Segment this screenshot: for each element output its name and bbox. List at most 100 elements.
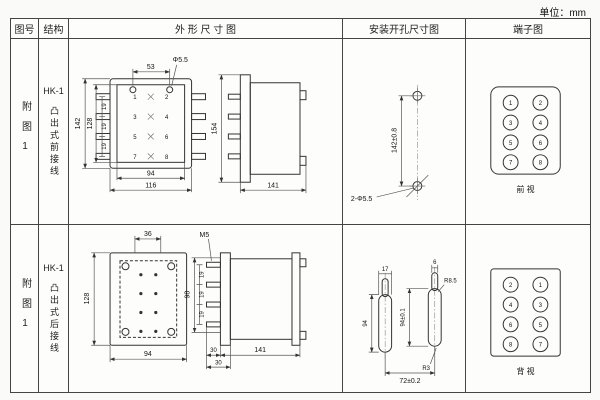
dim-depth-rear: 30 <box>206 339 231 370</box>
dim-side-height: 154 <box>211 74 241 183</box>
terminal-number: 4 <box>539 121 543 127</box>
dim-label: 142 <box>75 118 82 130</box>
header-outline: 外 形 尺 寸 图 <box>69 19 343 39</box>
dim-label: 19 <box>102 142 108 149</box>
dim-label: R8.5 <box>444 279 457 285</box>
relay-side-view <box>205 252 307 346</box>
callout-stud-spec: M5 <box>200 232 212 261</box>
pin-number: 6 <box>165 135 169 141</box>
fig-no-text: 附图1 <box>19 101 31 162</box>
dim-label: 19 <box>102 103 108 110</box>
terminal-block-outline <box>490 86 561 175</box>
cell-mounting-row2: 17 6 R8.5 94 <box>343 225 466 393</box>
terminal-number: 6 <box>509 323 513 329</box>
header-structure: 结构 <box>39 19 69 39</box>
terminal-number: 7 <box>539 343 542 349</box>
dim-label: 19 <box>200 310 206 317</box>
mounting-drawing-front-wiring: 142±0.8 2-Φ5.5 <box>351 84 429 203</box>
dim-label: 30 <box>215 361 222 367</box>
terminal-block-outline <box>490 268 561 357</box>
dim-side-height: 98 <box>185 257 221 333</box>
pin-numbers: 1 2 3 4 5 6 7 8 <box>133 95 169 161</box>
pin-number: 7 <box>133 155 137 161</box>
dim-label: 128 <box>84 293 91 305</box>
screw-cross-marks <box>147 93 154 160</box>
cell-terminal-row2: 2 1 4 3 6 5 8 7 背 视 <box>466 225 591 393</box>
dim-side-depth: 141 <box>239 165 307 194</box>
dim-label: 141 <box>254 347 266 354</box>
dim-label: 94±0.1 <box>400 308 406 327</box>
terminal-diagram-rear-view: 2 1 4 3 6 5 8 7 背 视 <box>490 268 561 376</box>
dim-label: 19 <box>102 123 108 130</box>
cell-structure-row2: HK-1 凸出式后接线 <box>39 225 69 393</box>
dim-width-inner: 94 <box>116 162 185 181</box>
dim-label: 94 <box>147 170 155 177</box>
dim-label: 19 <box>200 291 206 298</box>
spec-table: 图号 结构 外 形 尺 寸 图 安装开孔尺寸图 端子图 附图1 HK-1 凸出式… <box>10 18 591 393</box>
dim-label: 142±0.8 <box>392 128 399 153</box>
header-terminal: 端子图 <box>466 19 591 39</box>
dim-label: M5 <box>200 232 210 239</box>
model-text: HK-1 <box>43 262 64 273</box>
side-studs <box>205 261 221 328</box>
cell-mounting-row1: 142±0.8 2-Φ5.5 <box>343 39 466 225</box>
terminal-number: 7 <box>509 161 512 167</box>
dim-label: 98 <box>185 291 192 299</box>
pin-number: 3 <box>133 115 137 121</box>
cell-structure-row1: HK-1 凸出式前接线 <box>39 39 69 225</box>
dim-slot-width: 6 <box>431 260 439 273</box>
terminal-number: 5 <box>539 323 543 329</box>
terminal-number: 5 <box>509 141 513 147</box>
terminal-number: 1 <box>509 101 513 107</box>
cell-terminal-row1: 1 2 3 4 5 6 7 8 前 视 <box>466 39 591 225</box>
mounting-drawing-rear-wiring: 17 6 R8.5 94 <box>363 260 458 385</box>
dim-slot-length: 94 <box>363 294 379 353</box>
outline-drawing-rear-wiring: 36 128 94 <box>84 231 307 370</box>
model-text: HK-1 <box>43 85 64 96</box>
dim-slot-spacing: 72±0.2 <box>384 346 436 385</box>
header-fig-no: 图号 <box>11 19 39 39</box>
structure-text: 凸出式后接线 <box>49 282 59 355</box>
callout-radius-big: R8.5 <box>437 279 457 292</box>
dim-label: 53 <box>147 64 155 71</box>
dim-height-outer: 128 <box>84 252 111 346</box>
terminal-number: 6 <box>539 141 543 147</box>
header-mounting: 安装开孔尺寸图 <box>343 19 466 39</box>
dim-label: 141 <box>267 183 279 190</box>
pin-number: 5 <box>133 135 137 141</box>
terminal-number: 1 <box>539 283 543 289</box>
terminal-diagram-front-view: 1 2 3 4 5 6 7 8 前 视 <box>490 86 561 194</box>
pin-number: 1 <box>133 95 137 101</box>
dim-label: 2-Φ5.5 <box>351 196 372 203</box>
stud-dots <box>139 273 158 333</box>
dim-label: Φ5.5 <box>173 57 188 64</box>
cell-outline-row2: 36 128 94 <box>69 225 343 393</box>
terminal-number: 2 <box>539 101 542 107</box>
terminal-number: 3 <box>539 303 543 309</box>
dim-label: 36 <box>144 231 152 238</box>
dim-label: 94 <box>144 351 152 358</box>
terminal-pins-right <box>191 93 206 160</box>
cell-outline-row1: 1 2 3 4 5 6 7 8 53 <box>69 39 343 225</box>
outline-drawing-front-wiring: 1 2 3 4 5 6 7 8 53 <box>75 57 307 194</box>
dim-top-width: 53 <box>132 64 171 86</box>
pin-number: 4 <box>165 115 169 121</box>
dim-pin-pitch: 19 19 19 <box>196 264 206 325</box>
cell-fig-no-row1: 附图1 <box>11 39 39 225</box>
dim-pin-pitch: 19 19 19 <box>99 96 108 157</box>
pin-number: 2 <box>165 95 169 101</box>
dim-label: 30 <box>210 348 217 354</box>
relay-side-view <box>227 74 307 183</box>
view-label: 前 视 <box>516 184 534 194</box>
dim-slot-length-tol: 94±0.1 <box>400 288 429 347</box>
terminal-number: 2 <box>509 283 512 289</box>
structure-text: 凸出式前接线 <box>49 105 59 178</box>
callout-radius-small: R3 <box>422 348 437 372</box>
dim-top-width: 36 <box>134 231 162 253</box>
terminal-circles: 2 1 4 3 6 5 8 7 <box>502 276 549 353</box>
dim-label: R3 <box>422 366 430 372</box>
dim-label: 154 <box>211 123 218 135</box>
dim-slot-big-width: 17 <box>378 267 392 295</box>
dim-width-inner: 94 <box>109 345 187 363</box>
dim-label: 116 <box>145 183 156 190</box>
